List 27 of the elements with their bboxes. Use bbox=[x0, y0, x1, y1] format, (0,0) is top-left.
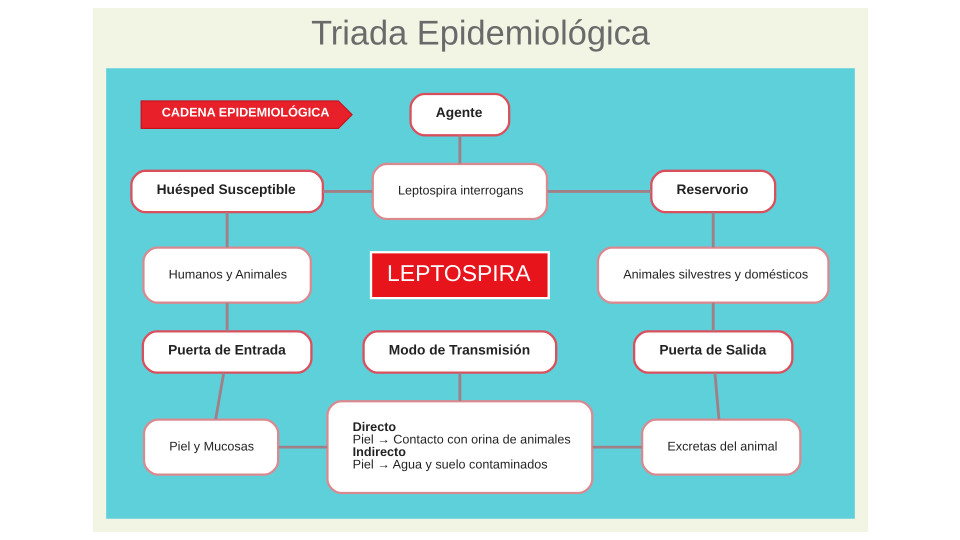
connector bbox=[713, 372, 720, 420]
connector bbox=[225, 302, 228, 332]
node-box: LEPTOSPIRA bbox=[369, 251, 550, 300]
connector bbox=[458, 135, 461, 164]
connector bbox=[225, 212, 228, 248]
connector bbox=[546, 190, 651, 193]
node-box: Animales silvestres y domésticos bbox=[596, 246, 830, 304]
connector bbox=[458, 372, 461, 402]
connector bbox=[711, 302, 714, 332]
cluster bbox=[106, 68, 854, 519]
connector bbox=[592, 446, 642, 449]
connector bbox=[278, 446, 327, 449]
node-box: Humanos y Animales bbox=[142, 246, 312, 304]
node-box: Piel y Mucosas bbox=[142, 418, 279, 476]
connector bbox=[711, 212, 714, 248]
node-box: Agente bbox=[408, 92, 510, 136]
node-box: Directo Piel → Contacto con orina de animales Indirecto Piel → Agua y suelo contaminados bbox=[326, 400, 593, 494]
node-box: Excretas del animal bbox=[640, 418, 801, 476]
node-box: Reservorio bbox=[650, 170, 776, 214]
diagram-title: Triada Epidemiológica bbox=[310, 14, 650, 53]
node-box: Leptospira interrogans bbox=[371, 162, 548, 220]
node-box: Modo de Transmisión bbox=[362, 330, 557, 374]
node-box: Puerta de Salida bbox=[632, 330, 793, 374]
node-box: Puerta de Entrada bbox=[141, 330, 312, 374]
connector bbox=[214, 372, 225, 420]
node-box: Huésped Susceptible bbox=[130, 170, 324, 214]
connector bbox=[322, 190, 372, 193]
